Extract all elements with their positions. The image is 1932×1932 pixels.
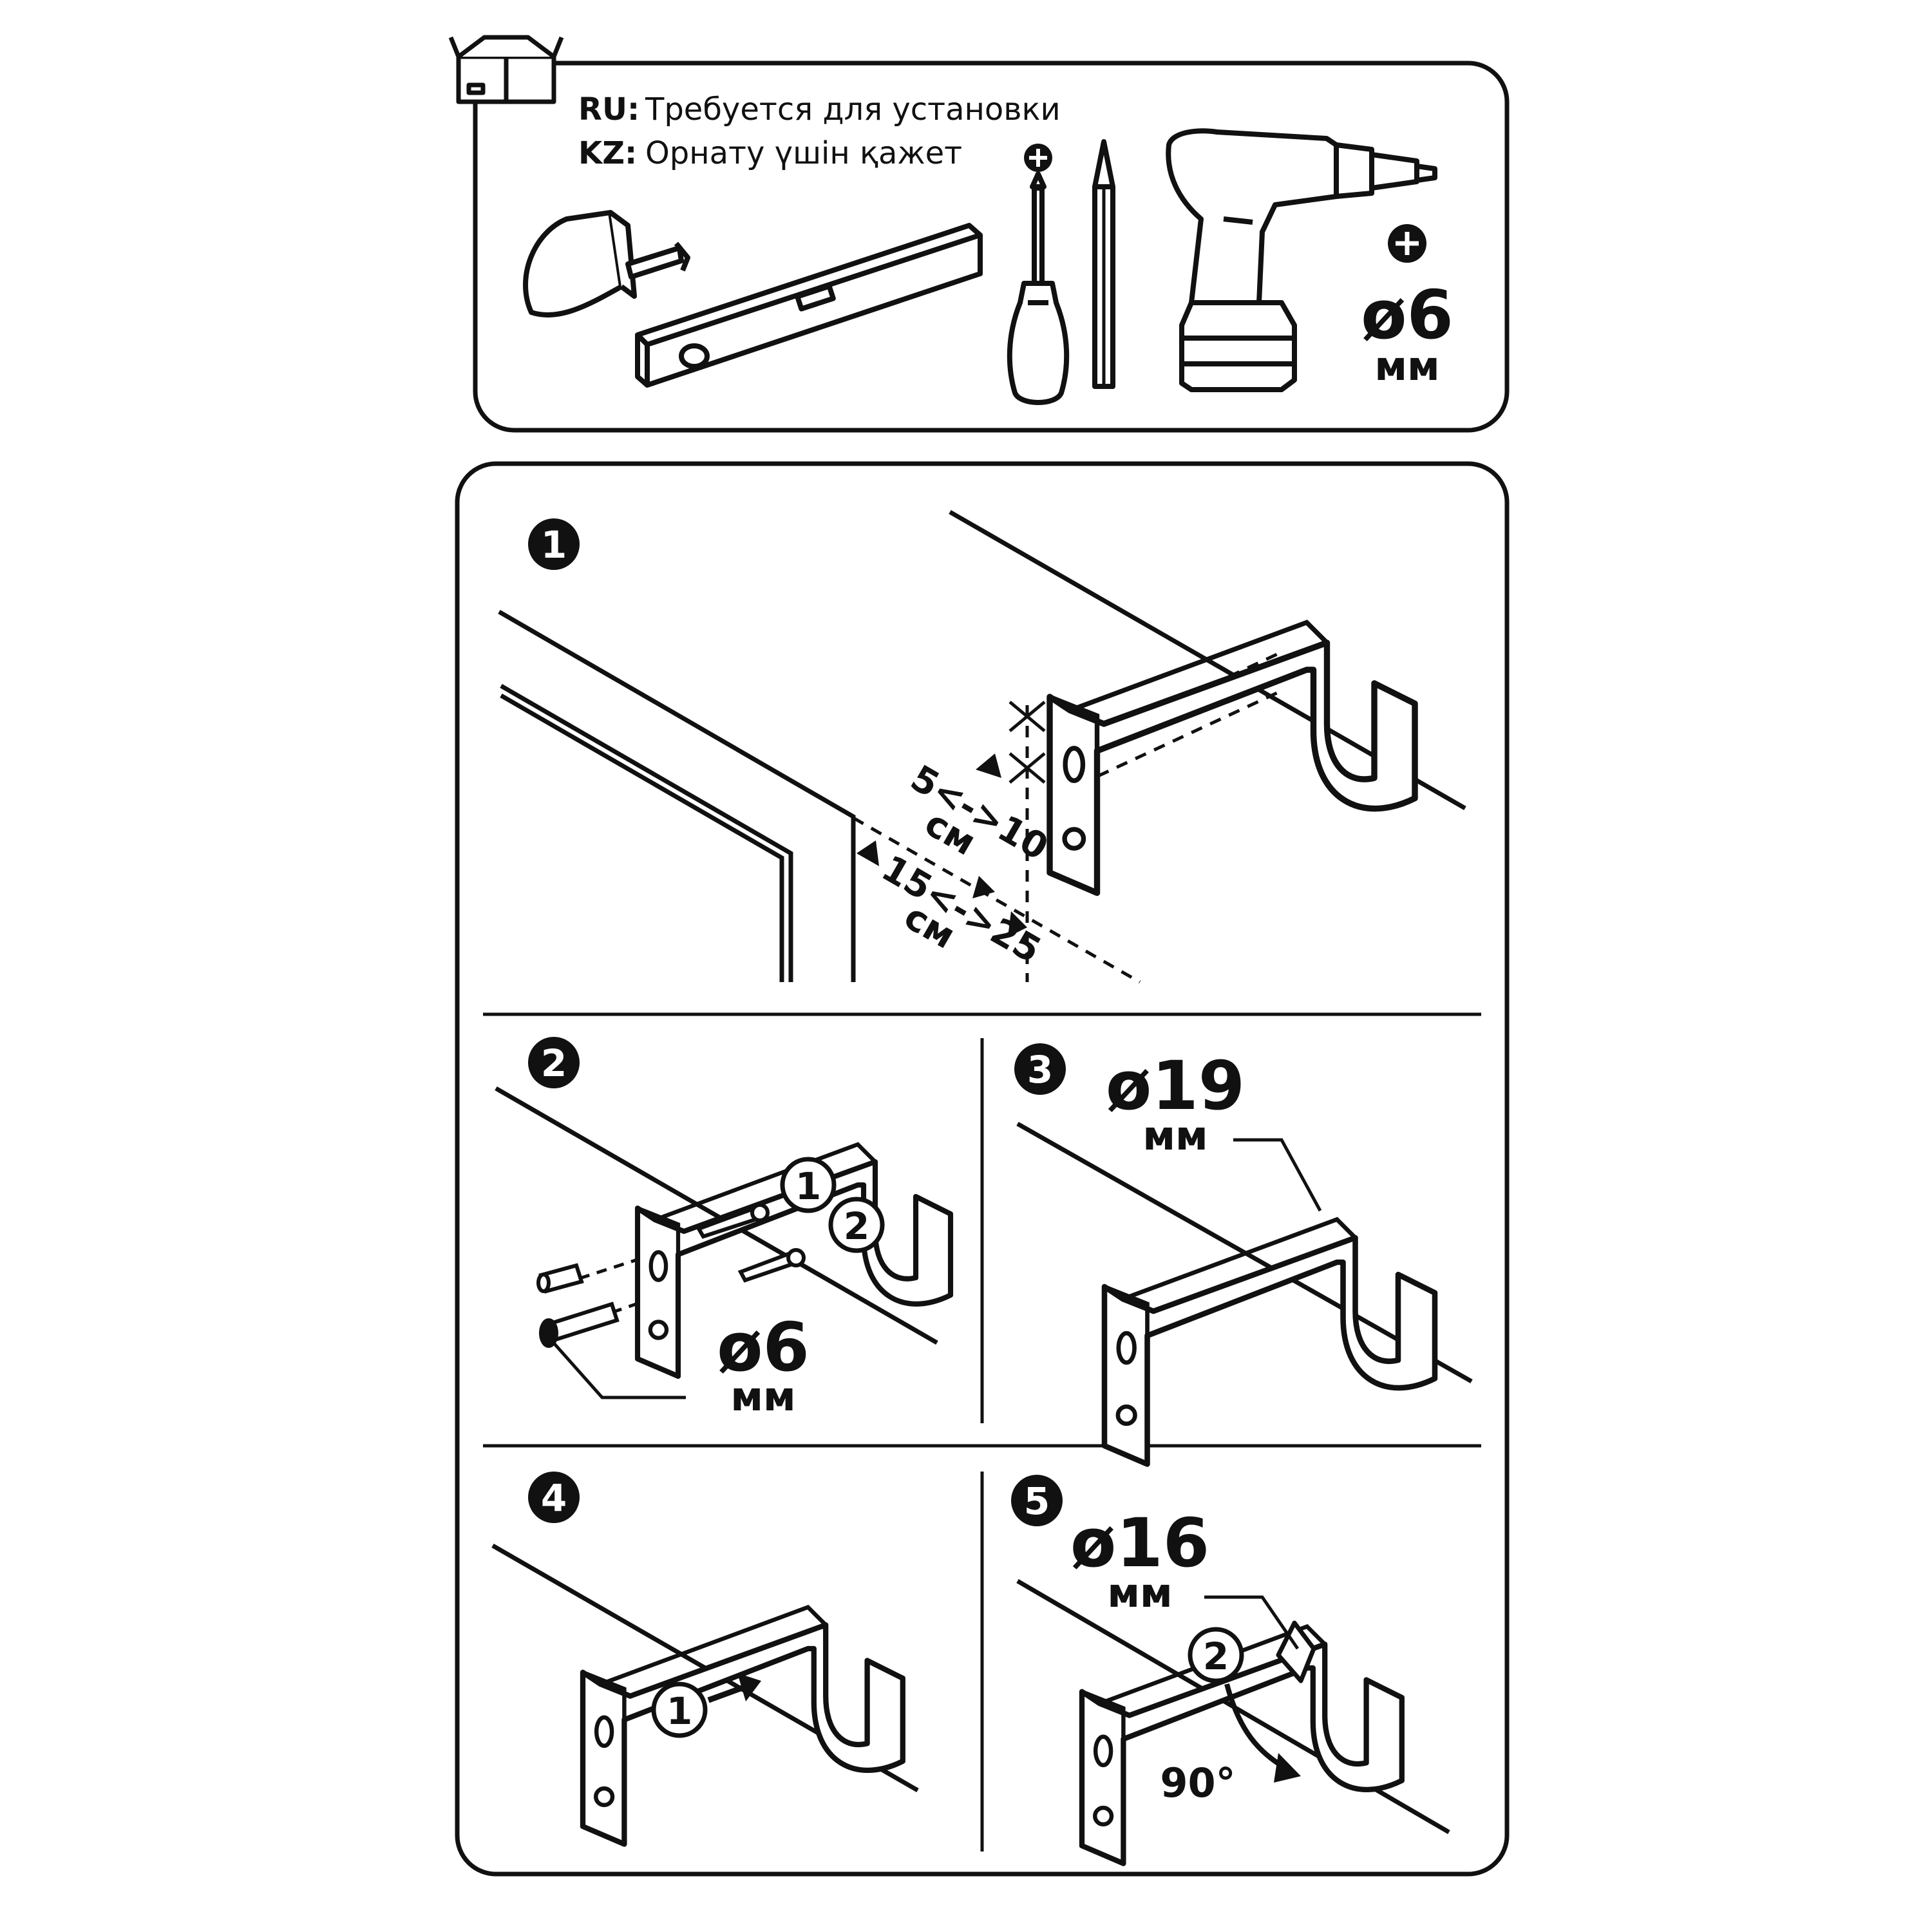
steps-panel: 1: [455, 461, 1510, 1877]
step-number-badge: [528, 518, 580, 570]
screw: [696, 1203, 806, 1283]
callout-circle: [1188, 1627, 1244, 1683]
box-icon: [448, 35, 564, 104]
callout-number: 2: [1203, 1634, 1229, 1678]
drill-bit-size: ø6: [1361, 276, 1454, 354]
spirit-level-icon: [635, 223, 983, 388]
step-5: 5 ø16 мм 2 90°: [1011, 1475, 1450, 1864]
phillips-plus-icon: [1388, 224, 1426, 263]
screwdriver-icon: [1007, 171, 1070, 405]
step-number-badge: [528, 1037, 580, 1088]
rod-diameter-unit: мм: [1107, 1569, 1172, 1616]
dimension-arrow: [972, 876, 995, 898]
rod-diameter: ø16: [1070, 1504, 1209, 1582]
phillips-plus-icon: [1024, 144, 1052, 172]
dowel-size: ø6: [717, 1308, 810, 1387]
step-3: 3 ø19 мм: [1014, 1043, 1473, 1464]
guide-lines: [852, 652, 1280, 984]
step-number: 3: [1027, 1048, 1053, 1092]
ru-prefix: RU:: [578, 91, 639, 128]
callout-circle: [828, 1197, 885, 1253]
tape-measure-icon: [523, 210, 690, 317]
step-number: 4: [541, 1476, 567, 1520]
callout-number: 2: [844, 1204, 869, 1248]
leader-line: [1204, 1595, 1300, 1650]
step-4: 4 1: [491, 1472, 919, 1844]
step-number-badge: [1011, 1475, 1063, 1526]
leader-line: [1233, 1138, 1322, 1212]
leader-line: [549, 1338, 686, 1399]
dimension-arrow: [857, 840, 879, 866]
drill-bit-unit: мм: [1374, 343, 1439, 390]
step-2: 2 1: [495, 1037, 951, 1420]
callout-circle: [651, 1681, 708, 1738]
slide-arrow-head: [737, 1673, 761, 1701]
dimension-arrow: [1008, 911, 1027, 937]
ru-required-text: Требуется для установки: [645, 91, 1061, 128]
kz-prefix: KZ:: [578, 135, 637, 171]
pencil-icon: [1092, 139, 1115, 389]
callout-circle: [780, 1157, 837, 1213]
step-number-badge: [1014, 1043, 1066, 1095]
slide-arrow: [707, 1684, 745, 1703]
dowel-unit: мм: [730, 1373, 795, 1420]
step-number: 2: [541, 1041, 567, 1085]
wall-line: [495, 1086, 938, 1345]
step-number-badge: [528, 1472, 580, 1523]
drill-point-marks: [1009, 701, 1046, 784]
tools-panel: RU: Требуется для установки KZ: Орнату ү…: [448, 35, 1510, 433]
window-frame: [498, 609, 856, 982]
kz-required-text: Орнату үшін қажет: [645, 135, 962, 171]
rod-diameter: ø19: [1106, 1046, 1245, 1125]
rotation-angle: 90°: [1160, 1759, 1235, 1806]
callout-number: 1: [667, 1689, 692, 1733]
dimension-arrow: [976, 753, 1001, 778]
rotation-arrow: [1224, 1683, 1287, 1770]
rod-diameter-unit: мм: [1142, 1112, 1208, 1159]
cordless-drill-icon: [1166, 128, 1437, 392]
rotation-arrow-head: [1274, 1753, 1301, 1783]
step-number: 1: [541, 523, 567, 567]
step-number: 5: [1024, 1479, 1050, 1523]
callout-number: 1: [795, 1164, 821, 1208]
